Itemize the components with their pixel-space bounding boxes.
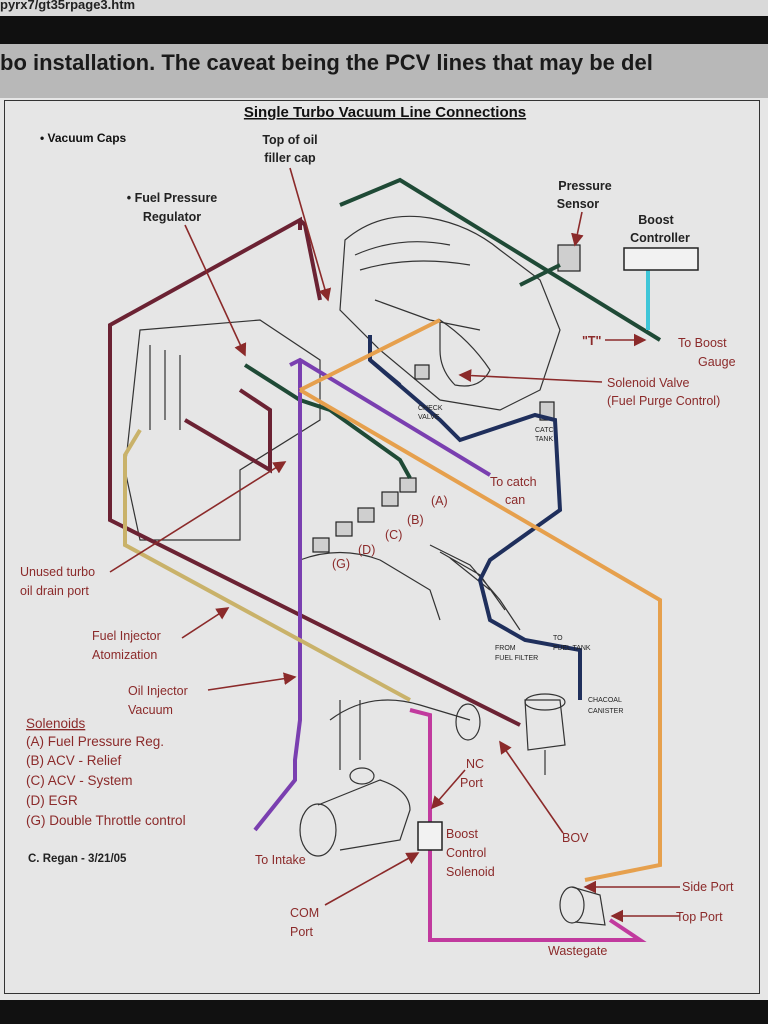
label-top-port: Top Port [676, 910, 723, 924]
maroon-line-b [298, 218, 322, 301]
label-to-tank-1: TO [553, 635, 563, 642]
label-boost-controller-2: Controller [630, 231, 690, 245]
label-check-valve-2: VALVE [418, 414, 440, 421]
browser-url-bar: pyrx7/gt35rpage3.htm [0, 0, 768, 16]
label-oil-inj-2: Vacuum [128, 703, 173, 717]
label-to-catch-1: To catch [490, 475, 537, 489]
solenoid-legend-item: (C) ACV - System [26, 773, 133, 788]
label-charcoal-1: CHACOAL [588, 697, 622, 704]
label-charcoal-2: CANISTER [588, 708, 623, 715]
orange-line [298, 318, 662, 882]
diagram-frame [4, 100, 760, 994]
label-fpr-1: • Fuel Pressure [127, 191, 218, 205]
label-sol-c: (C) [385, 528, 402, 542]
vacuum-lines [108, 177, 662, 942]
label-from-filter-2: FUEL FILTER [495, 655, 538, 662]
label-top-oil-2: filler cap [264, 151, 316, 165]
bottom-bezel [0, 1000, 768, 1024]
navy-line [368, 335, 582, 700]
label-sol-a: (A) [431, 494, 448, 508]
solenoid-legend-item: (A) Fuel Pressure Reg. [26, 734, 164, 749]
boost-solenoid-box [417, 821, 443, 851]
label-to-catch-2: can [505, 493, 525, 507]
label-from-filter-1: FROM [495, 645, 516, 652]
label-unused-1: Unused turbo [20, 565, 95, 579]
label-nc-2: Port [460, 776, 483, 790]
label-to-boost-gauge-1: To Boost [678, 336, 727, 350]
background-caption: bo installation. The caveat being the PC… [0, 50, 653, 75]
solenoid-legend: Solenoids (A) Fuel Pressure Reg. (B) ACV… [26, 716, 186, 828]
label-top-oil-1: Top of oil [262, 133, 317, 147]
purple-line [253, 357, 492, 832]
label-com-1: COM [290, 906, 319, 920]
label-catch-tank-2: TANK [535, 436, 553, 443]
label-side-port: Side Port [682, 880, 734, 894]
label-sol-d: (D) [358, 543, 375, 557]
label-to-boost-gauge-2: Gauge [698, 355, 736, 369]
green-line-b [519, 263, 561, 287]
engine-drawing [124, 215, 606, 926]
label-boost-controller-1: Boost [638, 213, 674, 227]
magenta-line [409, 708, 647, 942]
label-oil-inj-1: Oil Injector [128, 684, 188, 698]
solenoid-legend-item: (D) EGR [26, 793, 78, 808]
tan-line [123, 428, 411, 702]
label-boost-sol-2: Control [446, 846, 486, 860]
label-boost-sol-1: Boost [446, 827, 478, 841]
solenoid-legend-heading: Solenoids [26, 716, 86, 731]
vacuum-caps-legend: • Vacuum Caps [40, 131, 127, 145]
label-nc-1: NC [466, 757, 484, 771]
background-page-strip: bo installation. The caveat being the PC… [0, 16, 768, 102]
label-pressure-sensor-2: Sensor [557, 197, 600, 211]
label-to-intake: To Intake [255, 853, 306, 867]
label-fpr-2: Regulator [143, 210, 201, 224]
label-credit: C. Regan - 3/21/05 [28, 853, 127, 865]
label-fuel-inj-2: Atomization [92, 648, 157, 662]
label-unused-2: oil drain port [20, 584, 89, 598]
label-bov: BOV [562, 831, 589, 845]
label-solenoid-valve-1: Solenoid Valve [607, 376, 690, 390]
label-to-tank-2: FUEL TANK [553, 645, 591, 652]
label-t: "T" [582, 334, 602, 348]
label-com-2: Port [290, 925, 313, 939]
url-text: pyrx7/gt35rpage3.htm [0, 0, 136, 12]
diagram-title: Single Turbo Vacuum Line Connections [244, 104, 526, 121]
maroon-line-c [183, 388, 272, 474]
label-fuel-inj-1: Fuel Injector [92, 629, 161, 643]
boost-controller-box [623, 247, 699, 271]
pointer-arrows [109, 167, 680, 923]
label-check-valve-1: CHECK [418, 405, 443, 412]
label-boost-sol-3: Solenoid [446, 865, 495, 879]
label-sol-b: (B) [407, 513, 424, 527]
label-sol-g: (G) [332, 557, 350, 571]
label-solenoid-valve-2: (Fuel Purge Control) [607, 394, 720, 408]
component-labels: Top of oil filler cap • Fuel Pressure Re… [20, 133, 736, 958]
solenoid-legend-item: (B) ACV - Relief [26, 753, 122, 768]
solenoid-legend-item: (G) Double Throttle control [26, 813, 186, 828]
navy-line-b [368, 358, 402, 387]
label-catch-tank-1: CATC [535, 427, 554, 434]
label-pressure-sensor-1: Pressure [558, 179, 612, 193]
label-wastegate: Wastegate [548, 944, 607, 958]
